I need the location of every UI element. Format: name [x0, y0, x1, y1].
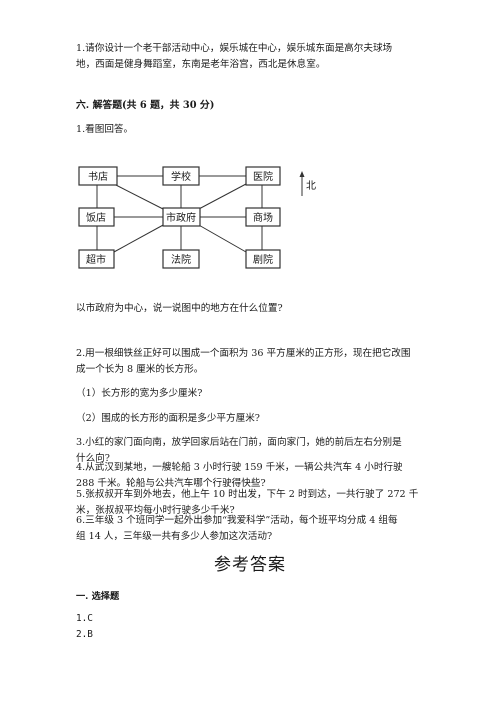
answers-section-heading: 一. 选择题 [76, 591, 120, 602]
node-theater: 剧院 [253, 253, 273, 266]
node-box [245, 166, 281, 186]
node-court: 法院 [171, 253, 191, 266]
north-label: 北 [306, 180, 316, 192]
text-line: 4.从武汉到某地，一艘轮船 3 小时行驶 159 千米，一辆公共汽车 4 小时行… [76, 462, 403, 473]
node-mall: 商场 [253, 211, 273, 224]
text-line: 5.张叔叔开车到外地去，他上午 10 时出发，下午 2 时到达，一共行驶了 27… [76, 489, 419, 500]
node-box [162, 249, 200, 269]
answer-item: 1.C [76, 613, 93, 624]
text-line: 成一个长为 8 厘米的长方形。 [76, 364, 204, 375]
question-2-text: 2.用一根细铁丝正好可以围成一个面积为 36 平方厘米的正方形，现在把它改围 成… [76, 346, 436, 378]
node-box [162, 207, 201, 227]
node-box [245, 207, 281, 227]
text-line: 3.小红的家门面向南，放学回家后站在门前，面向家门，她的前后左右分别是 [76, 437, 402, 448]
node-box [245, 249, 281, 269]
node-hospital: 医院 [253, 170, 273, 183]
text-line: 米，张叔叔平均每小时行驶多少千米? [76, 505, 235, 516]
node-restaurant: 饭店 [86, 211, 106, 224]
text-line: 什么向? [76, 453, 110, 464]
text-line: 地，西面是健身舞蹈室，东南是老年浴宫，西北是休息室。 [76, 59, 326, 70]
question-2-sub-1: （1）长方形的宽为多少厘米? [76, 388, 203, 399]
question-6-text: 6.三年级 3 个班同学一起外出参加“我爱科学”活动，每个班平均分成 4 组每 … [76, 513, 436, 545]
text-line: 6.三年级 3 个班同学一起外出参加“我爱科学”活动，每个班平均分成 4 组每 [76, 515, 398, 526]
question-label: 1.看图回答。 [76, 124, 134, 135]
north-arrow-icon [299, 171, 305, 196]
answers-title: 参考答案 [214, 555, 286, 575]
node-supermarket: 超市 [86, 253, 106, 266]
answer-list: 1.C 2.B [76, 611, 436, 643]
question-3-text: 3.小红的家门面向南，放学回家后站在门前，面向家门，她的前后左右分别是 什么向? [76, 435, 436, 467]
node-school: 学校 [171, 170, 191, 183]
question-1-text: 1.请你设计一个老干部活动中心，娱乐城在中心，娱乐城东面是高尔夫球场 地，西面是… [76, 41, 436, 73]
question-5-text: 5.张叔叔开车到外地去，他上午 10 时出发，下午 2 时到达，一共行驶了 27… [76, 487, 436, 519]
map-question: 以市政府为中心，说一说图中的地方在什么位置? [76, 303, 283, 314]
question-2-sub-2: （2）围成的长方形的面积是多少平方厘米? [76, 413, 260, 424]
text-line: 288 千米。轮船与公共汽车哪个行驶得快些? [76, 478, 266, 489]
node-box [78, 249, 115, 269]
location-map-diagram: 书店 学校 医院 饭店 市政府 商场 超市 法院 剧院 北 [78, 166, 316, 269]
node-box [78, 166, 118, 186]
text-line: 1.请你设计一个老干部活动中心，娱乐城在中心，娱乐城东面是高尔夫球场 [76, 43, 393, 54]
answer-item: 2.B [76, 629, 93, 640]
text-line: 组 14 人，三年级一共有多少人参加这次活动? [76, 531, 273, 542]
section-heading: 六. 解答题(共 6 题，共 30 分) [76, 100, 215, 111]
node-bookstore: 书店 [88, 170, 108, 183]
text-line: 2.用一根细铁丝正好可以围成一个面积为 36 平方厘米的正方形，现在把它改围 [76, 348, 411, 359]
node-city-hall: 市政府 [166, 211, 196, 224]
question-4-text: 4.从武汉到某地，一艘轮船 3 小时行驶 159 千米，一辆公共汽车 4 小时行… [76, 460, 436, 492]
node-box [78, 207, 115, 227]
node-box [162, 166, 200, 186]
